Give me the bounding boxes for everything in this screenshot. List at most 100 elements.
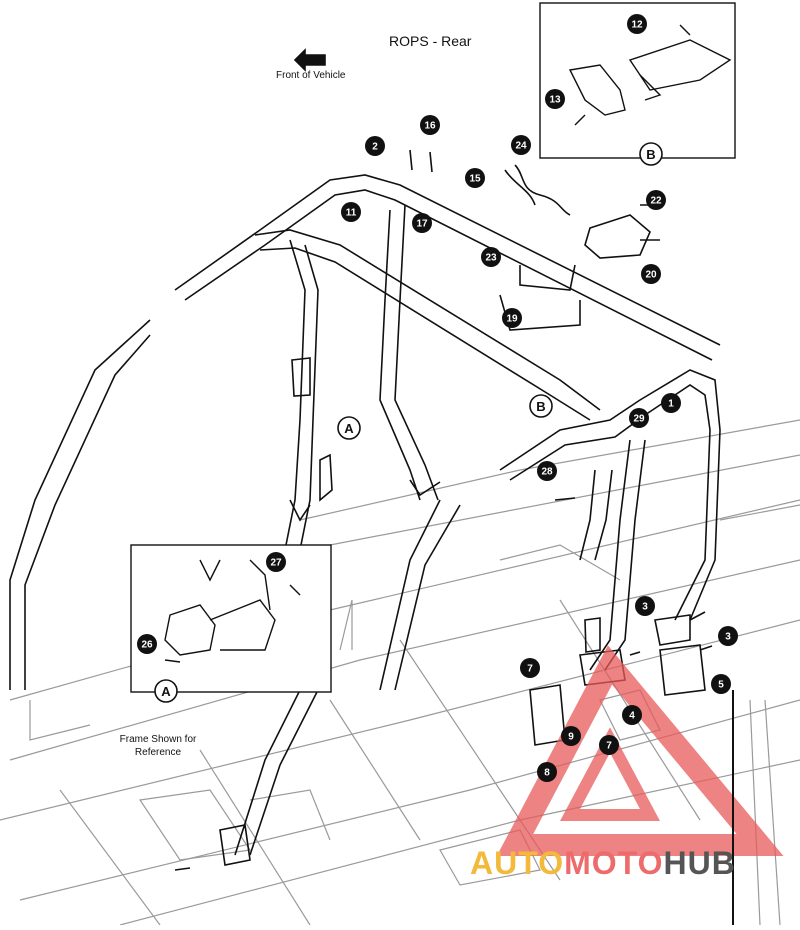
callout-c20: 20 (641, 264, 661, 284)
view-marker-ring (337, 416, 361, 440)
callout-number: 20 (645, 270, 657, 281)
callout-c3a: 3 (635, 596, 655, 616)
callout-badge (365, 136, 385, 156)
view-marker-layer: A A B B (154, 142, 663, 703)
callout-c5: 5 (711, 674, 731, 694)
callout-badge (599, 735, 619, 755)
callout-badge (137, 634, 157, 654)
callout-number: 16 (424, 121, 436, 132)
callout-badge (266, 552, 286, 572)
callout-badge (511, 135, 531, 155)
view-marker-letter: A (344, 421, 354, 436)
callout-number: 13 (549, 95, 561, 106)
callout-badge (537, 762, 557, 782)
callout-c7b: 7 (599, 735, 619, 755)
callout-c2: 2 (365, 136, 385, 156)
callout-badge (412, 213, 432, 233)
view-marker-ring (529, 394, 553, 418)
view-marker-ring (154, 679, 178, 703)
view-marker-a_main: A (337, 416, 361, 440)
callout-badge (420, 115, 440, 135)
callout-number: 7 (527, 664, 533, 675)
callout-c23: 23 (481, 247, 501, 267)
callout-badge (622, 705, 642, 725)
callout-c29: 29 (629, 408, 649, 428)
callout-badge (661, 393, 681, 413)
callout-c22: 22 (646, 190, 666, 210)
callout-badge (635, 596, 655, 616)
callout-number: 27 (270, 558, 282, 569)
callout-number: 26 (141, 640, 153, 651)
callout-badge (561, 726, 581, 746)
callout-c4: 4 (622, 705, 642, 725)
callout-number: 11 (346, 208, 357, 219)
callout-number: 19 (506, 314, 518, 325)
view-marker-b_main: B (529, 394, 553, 418)
callout-number: 29 (633, 414, 645, 425)
callout-badge (711, 674, 731, 694)
watermark-logo (496, 645, 784, 856)
view-marker-letter: B (536, 399, 545, 414)
callout-badge (537, 461, 557, 481)
view-marker-a_inset: A (154, 679, 178, 703)
watermark-text: AUTOMOTOHUB (470, 845, 736, 882)
callout-c28: 28 (537, 461, 557, 481)
callout-badge (502, 308, 522, 328)
callout-badge (646, 190, 666, 210)
view-marker-b_inset: B (639, 142, 663, 166)
diagram-title: ROPS - Rear (389, 33, 472, 49)
callout-c13: 13 (545, 89, 565, 109)
callout-number: 22 (650, 196, 662, 207)
frame-reference-note: Frame Shown for Reference (119, 734, 197, 758)
callout-number: 3 (725, 632, 731, 643)
callout-badge (465, 168, 485, 188)
callout-c16: 16 (420, 115, 440, 135)
view-marker-letter: B (646, 147, 655, 162)
callout-badge (629, 408, 649, 428)
callout-number: 1 (668, 399, 674, 410)
callout-badge (341, 202, 361, 222)
callout-c1: 1 (661, 393, 681, 413)
callout-number: 8 (544, 768, 550, 779)
callout-number: 17 (416, 219, 428, 230)
callout-number: 7 (606, 741, 612, 752)
callout-number: 15 (469, 174, 481, 185)
callout-number: 2 (372, 142, 378, 153)
callout-number: 3 (642, 602, 648, 613)
callout-badge (520, 658, 540, 678)
callout-c11: 11 (341, 202, 361, 222)
callout-c26: 26 (137, 634, 157, 654)
callout-c8: 8 (537, 762, 557, 782)
watermark-part-1: AUTO (470, 845, 565, 881)
callout-c19: 19 (502, 308, 522, 328)
view-marker-ring (639, 142, 663, 166)
callout-number: 5 (718, 680, 724, 691)
callout-c7a: 7 (520, 658, 540, 678)
callout-badge (641, 264, 661, 284)
callout-number: 28 (541, 467, 553, 478)
watermark-part-2: MOTO (564, 845, 664, 881)
callout-number: 24 (515, 141, 527, 152)
front-of-vehicle-label: Front of Vehicle (276, 70, 346, 81)
view-marker-letter: A (161, 684, 171, 699)
callout-c3b: 3 (718, 626, 738, 646)
callout-number: 23 (485, 253, 497, 264)
callout-number: 4 (629, 711, 635, 722)
callout-c17: 17 (412, 213, 432, 233)
callout-c9: 9 (561, 726, 581, 746)
callout-badge (545, 89, 565, 109)
inset-view-a (130, 544, 332, 693)
callout-c24: 24 (511, 135, 531, 155)
callout-c27: 27 (266, 552, 286, 572)
callout-badge (718, 626, 738, 646)
callout-badge (481, 247, 501, 267)
callout-c12: 12 (627, 14, 647, 34)
callout-number: 9 (568, 732, 574, 743)
callout-number: 12 (631, 20, 643, 31)
callout-c15: 15 (465, 168, 485, 188)
watermark-part-3: HUB (663, 845, 736, 881)
callout-badge (627, 14, 647, 34)
